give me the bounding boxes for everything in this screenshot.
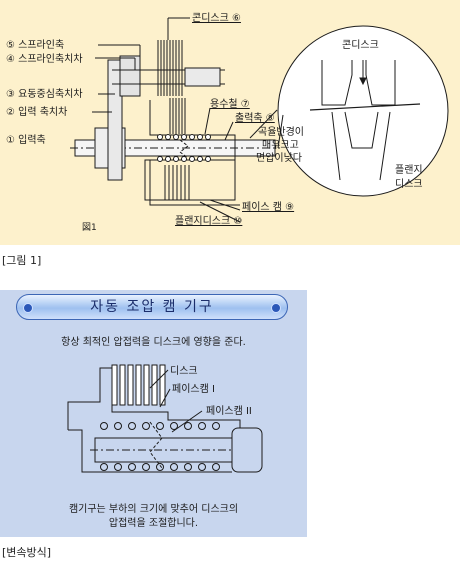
figure2-footer-line2: 압접력을 조절합니다. [108, 518, 199, 529]
label-curve-3: 면압이낮다 [256, 151, 302, 164]
banner-dot-left-icon [23, 303, 33, 313]
banner-dot-right-icon [271, 303, 281, 313]
caption-figure2: [변속방식] [2, 546, 52, 559]
figure2-title: 자동 조압 캠 기구 [90, 299, 214, 315]
label-fig2-face-cam-2: 페이스캠 II [206, 405, 252, 417]
cone-disc-pack-mid [169, 98, 186, 134]
label-face-cam: 페이스 캠 ⑨ [242, 201, 294, 213]
label-flange-disc-bottom: 플랜지디스크 ⑩ [175, 215, 242, 227]
label-swing-center-gear: ③ 요동중심축치차 [6, 88, 83, 100]
label-input-shaft: ① 입력축 [6, 133, 46, 146]
cone-disc-pack-top [157, 40, 183, 96]
label-zoom-flange-2: 디스크 [395, 178, 423, 190]
flange-disc-pack [164, 165, 190, 200]
label-zoom-flange-1: 플랜지 [395, 164, 423, 176]
gear-stack [107, 59, 123, 181]
figure2-footer-line1: 캠기구는 부하의 크기에 맞추어 디스크의 [68, 504, 239, 515]
label-cone-disc-top: 콘디스크 ⑥ [192, 12, 241, 24]
label-curve-2: 매우크고 [262, 139, 299, 151]
fig2-face-cam-profile [149, 421, 163, 469]
figure1-drawing: 콘디스크 ⑥ ⑤ 스프라인축 ④ 스프라인축치차 ③ 요동중심축치차 ② 입력 … [6, 12, 449, 233]
fig2-disc-fins [111, 364, 166, 406]
label-fig2-face-cam-1: 페이스캠 I [172, 383, 215, 395]
figure2-subtitle: 항상 최적인 압접력을 디스크에 영향을 준다. [61, 337, 246, 348]
zoom-circle [277, 25, 449, 197]
caption-figure1: [그림 1] [2, 254, 42, 267]
label-oil-seal: 용수철 ⑦ [210, 98, 250, 110]
label-curve-1: 곡율반경이 [258, 125, 304, 138]
label-input-shaft-gear: ② 입력 축치차 [6, 105, 67, 118]
label-output-shaft: 출력축 ⑧ [235, 112, 275, 124]
label-zoom-cone: 콘디스크 [342, 39, 379, 51]
figure-id: 図1 [82, 222, 97, 233]
fig2-ball-row-bottom [100, 463, 220, 471]
figure2-panel [0, 290, 307, 537]
spring-coils [157, 134, 211, 162]
label-spline-shaft-gear: ④ 스프라인축치차 [6, 53, 83, 65]
fig2-ball-row-top [100, 422, 220, 430]
label-spline-shaft: ⑤ 스프라인축 [6, 39, 64, 51]
figure1-panel: 콘디스크 ⑥ ⑤ 스프라인축 ④ 스프라인축치차 ③ 요동중심축치차 ② 입력 … [0, 0, 460, 245]
figure2-title-banner: 자동 조압 캠 기구 [16, 294, 288, 320]
label-fig2-disc: 디스크 [170, 365, 198, 377]
